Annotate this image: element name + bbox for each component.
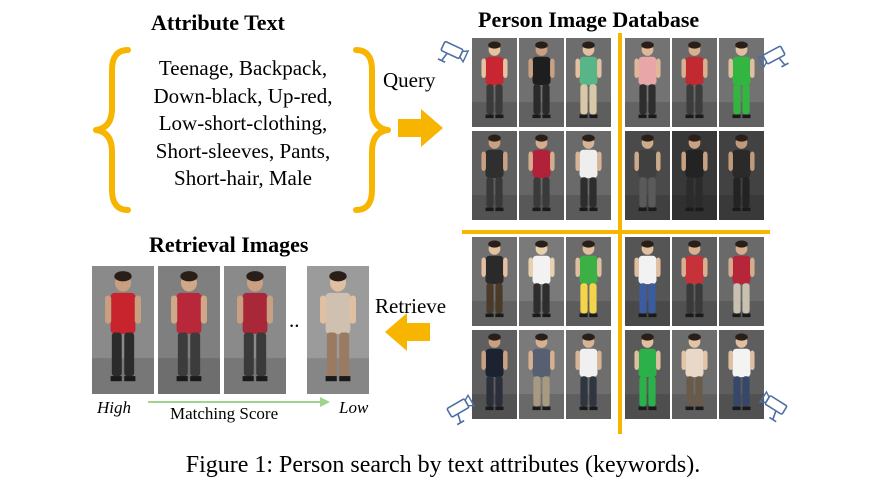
matching-score-label: Matching Score — [170, 404, 279, 423]
person-image — [566, 237, 611, 326]
retrieve-label: Retrieve — [375, 294, 447, 318]
ellipsis: .. — [289, 308, 300, 332]
person-image — [519, 38, 564, 127]
person-image — [625, 237, 670, 326]
person-image — [625, 330, 670, 419]
person-image — [92, 266, 154, 394]
person-image — [566, 330, 611, 419]
person-image — [519, 131, 564, 220]
person-image — [472, 330, 517, 419]
camera-icon — [756, 45, 789, 69]
attribute-line: Teenage, Backpack, — [158, 56, 328, 80]
person-image — [472, 237, 517, 326]
person-image — [625, 131, 670, 220]
person-image — [472, 131, 517, 220]
left-brace — [93, 47, 131, 213]
attribute-line: Low-short-clothing, — [158, 111, 328, 135]
person-image — [566, 38, 611, 127]
person-image — [672, 237, 717, 326]
retrieve-arrow — [385, 313, 430, 351]
low-label: Low — [339, 398, 369, 417]
figure-caption: Figure 1: Person search by text attribut… — [185, 452, 701, 478]
attribute-line: Short-hair, Male — [174, 166, 312, 190]
person-image — [672, 131, 717, 220]
person-image — [625, 38, 670, 127]
camera-icon — [446, 393, 476, 426]
right-brace — [353, 47, 391, 213]
person-image — [719, 237, 764, 326]
retrieval-images-title: Retrieval Images — [149, 232, 309, 257]
person-image — [719, 38, 764, 127]
person-image — [472, 38, 517, 127]
person-image — [224, 266, 286, 394]
attribute-list: Teenage, Backpack, Down-black, Up-red, L… — [128, 55, 358, 193]
person-image — [672, 38, 717, 127]
person-image — [158, 266, 220, 394]
database-title: Person Image Database — [478, 7, 700, 32]
attribute-line: Down-black, Up-red, — [153, 83, 333, 108]
person-image — [719, 330, 764, 419]
person-image — [672, 330, 717, 419]
person-image — [307, 266, 369, 394]
query-arrow — [398, 109, 443, 147]
camera-icon — [758, 390, 788, 423]
attribute-line: Short-sleeves, Pants, — [155, 138, 331, 163]
matching-score-arrowhead — [320, 397, 330, 407]
person-image — [719, 131, 764, 220]
person-image — [519, 330, 564, 419]
query-label: Query — [383, 68, 436, 92]
high-label: High — [97, 398, 131, 417]
person-image — [566, 131, 611, 220]
person-image — [519, 237, 564, 326]
camera-icon — [437, 40, 470, 64]
attribute-text-title: Attribute Text — [151, 10, 285, 35]
